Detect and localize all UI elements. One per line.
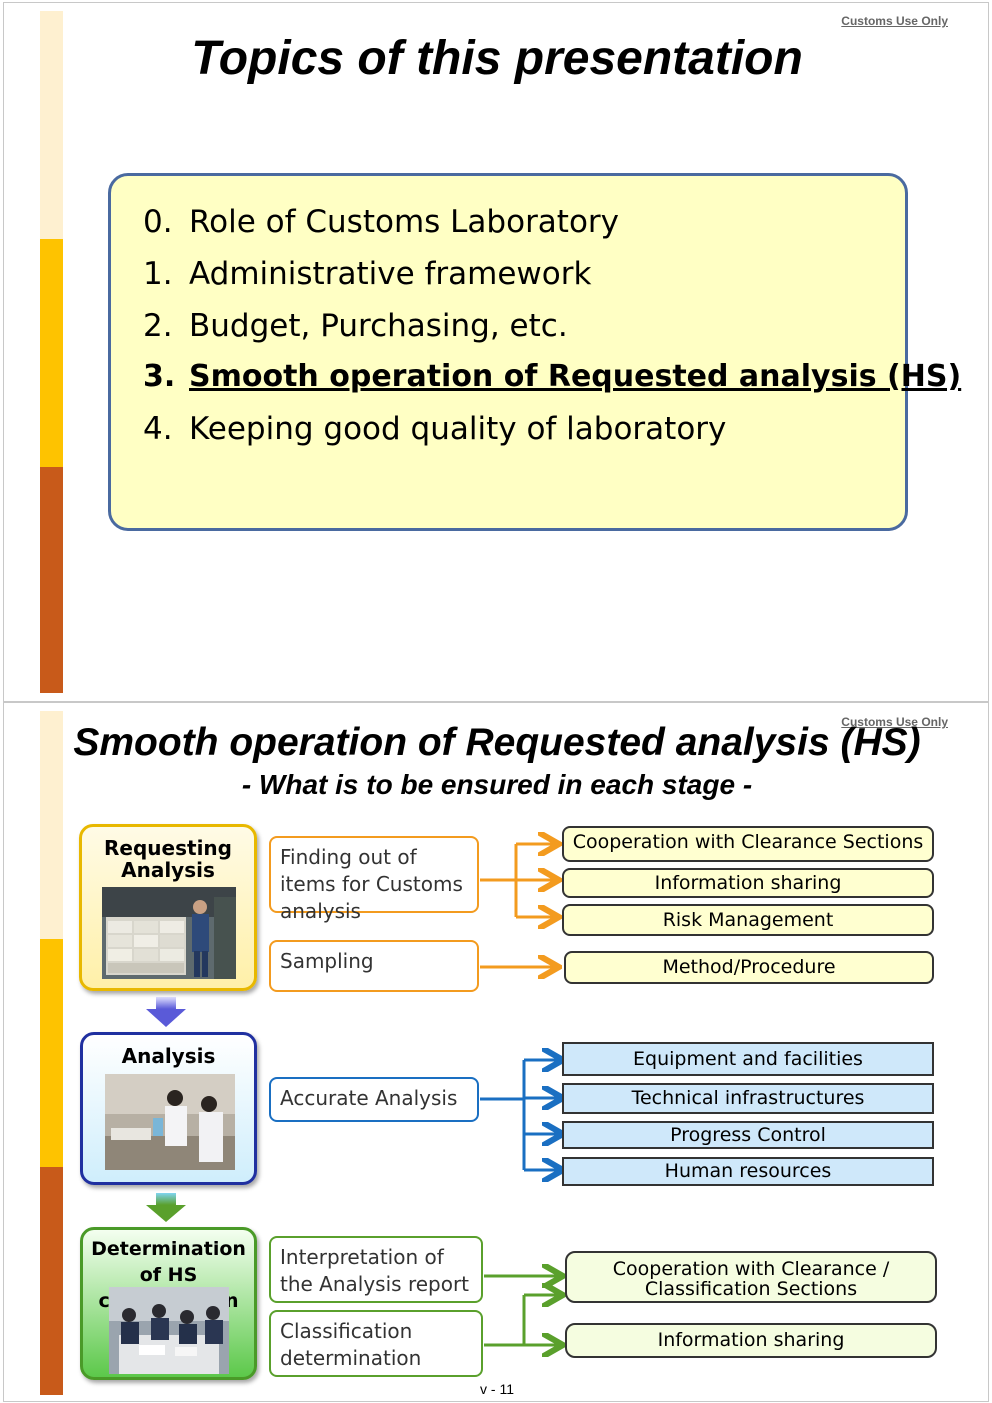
topic-label: Role of Customs Laboratory <box>189 204 620 240</box>
laboratory-photo <box>105 1074 235 1170</box>
topics-box: 0. Role of Customs Laboratory 1. Administr… <box>108 173 961 531</box>
topic-label: Smooth operation of Requested analysis (… <box>189 359 962 394</box>
slide-title: Smooth operation of Requested analysis (… <box>73 721 921 764</box>
slide-topics: Customs Use Only Topics of this presenta… <box>3 2 989 702</box>
topic-number: 0. <box>143 204 173 240</box>
stage-analysis: Analysis <box>80 1032 257 1185</box>
requirement-item: Technical infrastructures <box>562 1083 934 1114</box>
slide-subtitle: - What is to be ensured in each stage - <box>241 769 753 800</box>
side-band-orange <box>40 1167 63 1395</box>
requirement-item: Risk Management <box>562 904 934 936</box>
stage-title: Analysis <box>121 1044 216 1068</box>
topic-number: 3. <box>143 359 176 394</box>
requirement-item: Cooperation with Clearance Sections <box>562 826 934 862</box>
stage-requesting-analysis: Requesting Analysis <box>79 824 257 991</box>
meeting-photo <box>109 1287 229 1374</box>
topic-item: 4. Keeping good quality of laboratory <box>143 411 726 447</box>
task-classification: Classification determination <box>269 1310 483 1377</box>
topic-item: 1. Administrative framework <box>143 256 591 292</box>
blue-connectors <box>480 1060 560 1170</box>
requirement-item: Information sharing <box>565 1323 937 1358</box>
topic-item: 0. Role of Customs Laboratory <box>143 204 619 240</box>
slide-title: Topics of this presentation <box>191 32 803 85</box>
topic-number: 2. <box>143 308 173 344</box>
stage-determination: Determination of HS classification <box>80 1227 257 1380</box>
requirement-item: Information sharing <box>562 868 934 898</box>
topic-number: 1. <box>143 256 173 292</box>
task-accurate-analysis: Accurate Analysis <box>269 1077 479 1122</box>
customs-use-only-tag: Customs Use Only <box>841 715 948 729</box>
requirement-item: Progress Control <box>562 1121 934 1149</box>
task-interpretation: Interpretation of the Analysis report <box>269 1236 483 1303</box>
topic-item-current: 3. Smooth operation of Requested analysis… <box>143 359 961 394</box>
topic-label: Keeping good quality of laboratory <box>189 411 727 447</box>
requirement-item: Method/Procedure <box>564 951 934 984</box>
slide-requested-analysis: Customs Use Only Smooth operation of Req… <box>3 702 989 1402</box>
stage-title: Requesting Analysis <box>104 836 232 882</box>
down-arrow-icon <box>146 1193 186 1222</box>
side-band-cream <box>40 11 63 239</box>
green-connectors <box>484 1276 560 1345</box>
topic-number: 4. <box>143 411 173 447</box>
topic-label: Budget, Purchasing, etc. <box>189 308 568 344</box>
side-band-orange <box>40 467 63 693</box>
requirement-item: Cooperation with Clearance / Classificat… <box>565 1251 937 1303</box>
requirement-item: Human resources <box>562 1157 934 1186</box>
orange-connectors <box>480 844 556 967</box>
customs-use-only-tag: Customs Use Only <box>841 14 948 28</box>
side-band-yellow <box>40 939 63 1167</box>
side-band-yellow <box>40 239 63 467</box>
warehouse-inspection-photo <box>102 887 236 979</box>
task-finding-items: Finding out of items for Customs analysi… <box>269 836 479 923</box>
requirement-item: Equipment and facilities <box>562 1042 934 1076</box>
flow-arrows <box>146 703 989 1402</box>
down-arrow-icon <box>146 997 186 1027</box>
page-number: v - 11 <box>480 1381 514 1397</box>
topic-label: Administrative framework <box>189 256 592 292</box>
topic-item: 2. Budget, Purchasing, etc. <box>143 308 568 344</box>
side-band-cream <box>40 711 63 939</box>
task-sampling: Sampling <box>269 940 479 992</box>
